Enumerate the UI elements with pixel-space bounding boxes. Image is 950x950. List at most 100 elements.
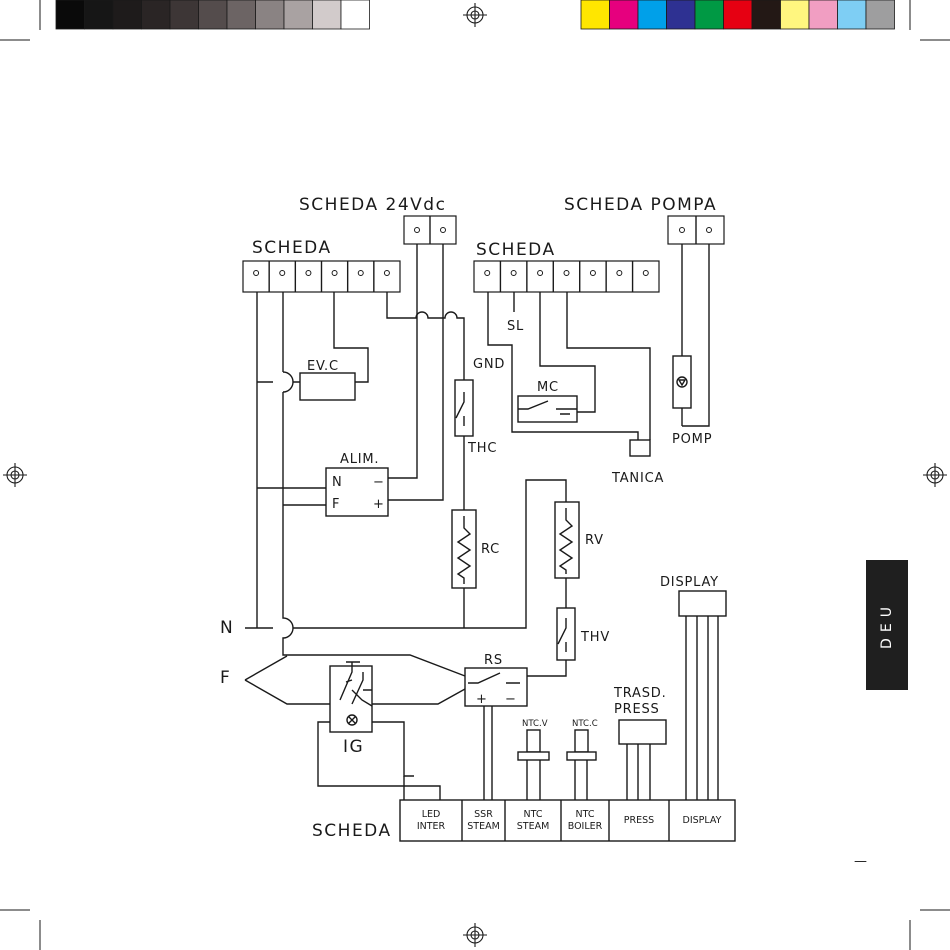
gray-swatch — [227, 0, 256, 29]
process-swatch — [610, 0, 639, 29]
process-swatch — [809, 0, 838, 29]
process-swatch — [752, 0, 781, 29]
language-tab-label: DEU — [866, 560, 908, 690]
scheda-24v-label: SCHEDA 24Vdc — [299, 195, 446, 215]
board-block-label: LED — [422, 809, 441, 820]
alim-n-label: N — [332, 475, 343, 490]
terminal-pin — [358, 271, 363, 276]
evc-valve — [300, 373, 355, 400]
gnd-label: GND — [473, 357, 505, 372]
board-block-label: DISPLAY — [683, 815, 722, 826]
display-connector-label: DISPLAY — [660, 575, 719, 590]
registration-mark-bottom — [463, 923, 487, 947]
mc-switch — [518, 396, 577, 422]
terminal-pin — [564, 271, 569, 276]
gray-scale-bar — [56, 0, 370, 29]
evc-label: EV.C — [307, 359, 339, 374]
gray-swatch — [170, 0, 199, 29]
pressure-transducer — [619, 720, 666, 744]
process-swatch — [866, 0, 895, 29]
rs-relay — [465, 668, 527, 706]
board-block-label: NTC — [576, 809, 595, 820]
process-swatch — [638, 0, 667, 29]
ntcc-label: NTC.C — [572, 719, 598, 729]
rc-heater — [452, 510, 476, 588]
board-block-sublabel: BOILER — [568, 821, 603, 832]
thv-thermostat — [557, 608, 575, 660]
scheda-right-connector — [474, 261, 659, 292]
trasd-label-line2: PRESS — [614, 702, 660, 717]
mains-n-label: N — [220, 618, 234, 638]
thv-label: THV — [580, 630, 610, 645]
sl-label: SL — [507, 319, 524, 334]
trasd-label-line1: TRASD. — [613, 686, 667, 701]
rv-heater — [555, 502, 579, 578]
tanica-sensor — [630, 440, 650, 456]
scheda-main-connector — [243, 261, 400, 292]
terminal-pin — [306, 271, 311, 276]
thc-label: THC — [467, 441, 497, 456]
scheda-pompa-label: SCHEDA POMPA — [564, 195, 717, 215]
gray-swatch — [113, 0, 142, 29]
scheda-pompa-connector — [668, 216, 724, 244]
board-block-label: PRESS — [624, 815, 654, 826]
process-swatch — [581, 0, 610, 29]
board-block-sublabel: INTER — [417, 821, 446, 832]
display-connector — [679, 591, 726, 616]
terminal-pin — [384, 271, 389, 276]
gray-swatch — [256, 0, 285, 29]
gray-swatch — [341, 0, 370, 29]
board-block-sublabel: STEAM — [517, 821, 550, 832]
process-swatch — [781, 0, 810, 29]
terminal-pin — [280, 271, 285, 276]
rs-minus-label: − — [505, 692, 517, 707]
alim-label: ALIM. — [340, 452, 379, 467]
process-swatch — [667, 0, 696, 29]
scheda-bottom-label: SCHEDA — [312, 821, 392, 841]
terminal-pin — [332, 271, 337, 276]
process-swatch — [838, 0, 867, 29]
tanica-label: TANICA — [611, 471, 664, 486]
ntcc-sensor — [567, 730, 596, 760]
ig-label: IG — [343, 737, 364, 757]
terminal-pin — [643, 271, 648, 276]
process-swatch — [695, 0, 724, 29]
rc-label: RC — [481, 542, 500, 557]
terminal-pin — [538, 271, 543, 276]
gray-swatch — [284, 0, 313, 29]
gray-swatch — [85, 0, 114, 29]
ntcv-label: NTC.V — [522, 719, 548, 729]
ig-main-switch — [330, 662, 372, 732]
gray-swatch — [313, 0, 342, 29]
registration-mark-right — [923, 463, 947, 487]
mains-f-label: F — [220, 668, 231, 688]
alim-f-label: F — [332, 497, 340, 512]
terminal-pin — [485, 271, 490, 276]
page-mark: — — [854, 854, 868, 869]
scheda-main-label: SCHEDA — [252, 238, 332, 258]
rv-label: RV — [585, 533, 604, 548]
alim-minus-label: − — [373, 475, 385, 490]
process-swatch — [724, 0, 753, 29]
alim-plus-label: + — [373, 497, 385, 512]
pump — [673, 356, 691, 408]
gray-swatch — [142, 0, 171, 29]
thc-thermostat — [455, 380, 473, 436]
process-color-bar — [581, 0, 895, 29]
board-block-sublabel: STEAM — [467, 821, 500, 832]
board-block-label: NTC — [524, 809, 543, 820]
gray-swatch — [56, 0, 85, 29]
registration-mark-top — [463, 3, 487, 27]
mc-label: MC — [537, 380, 559, 395]
rs-label: RS — [484, 653, 503, 668]
language-tab: DEU — [866, 560, 908, 690]
board-block-label: SSR — [474, 809, 493, 820]
gray-swatch — [199, 0, 228, 29]
terminal-pin — [617, 271, 622, 276]
ntcv-sensor — [518, 730, 549, 760]
terminal-pin — [254, 271, 259, 276]
rs-plus-label: + — [476, 692, 488, 707]
terminal-pin — [511, 271, 516, 276]
